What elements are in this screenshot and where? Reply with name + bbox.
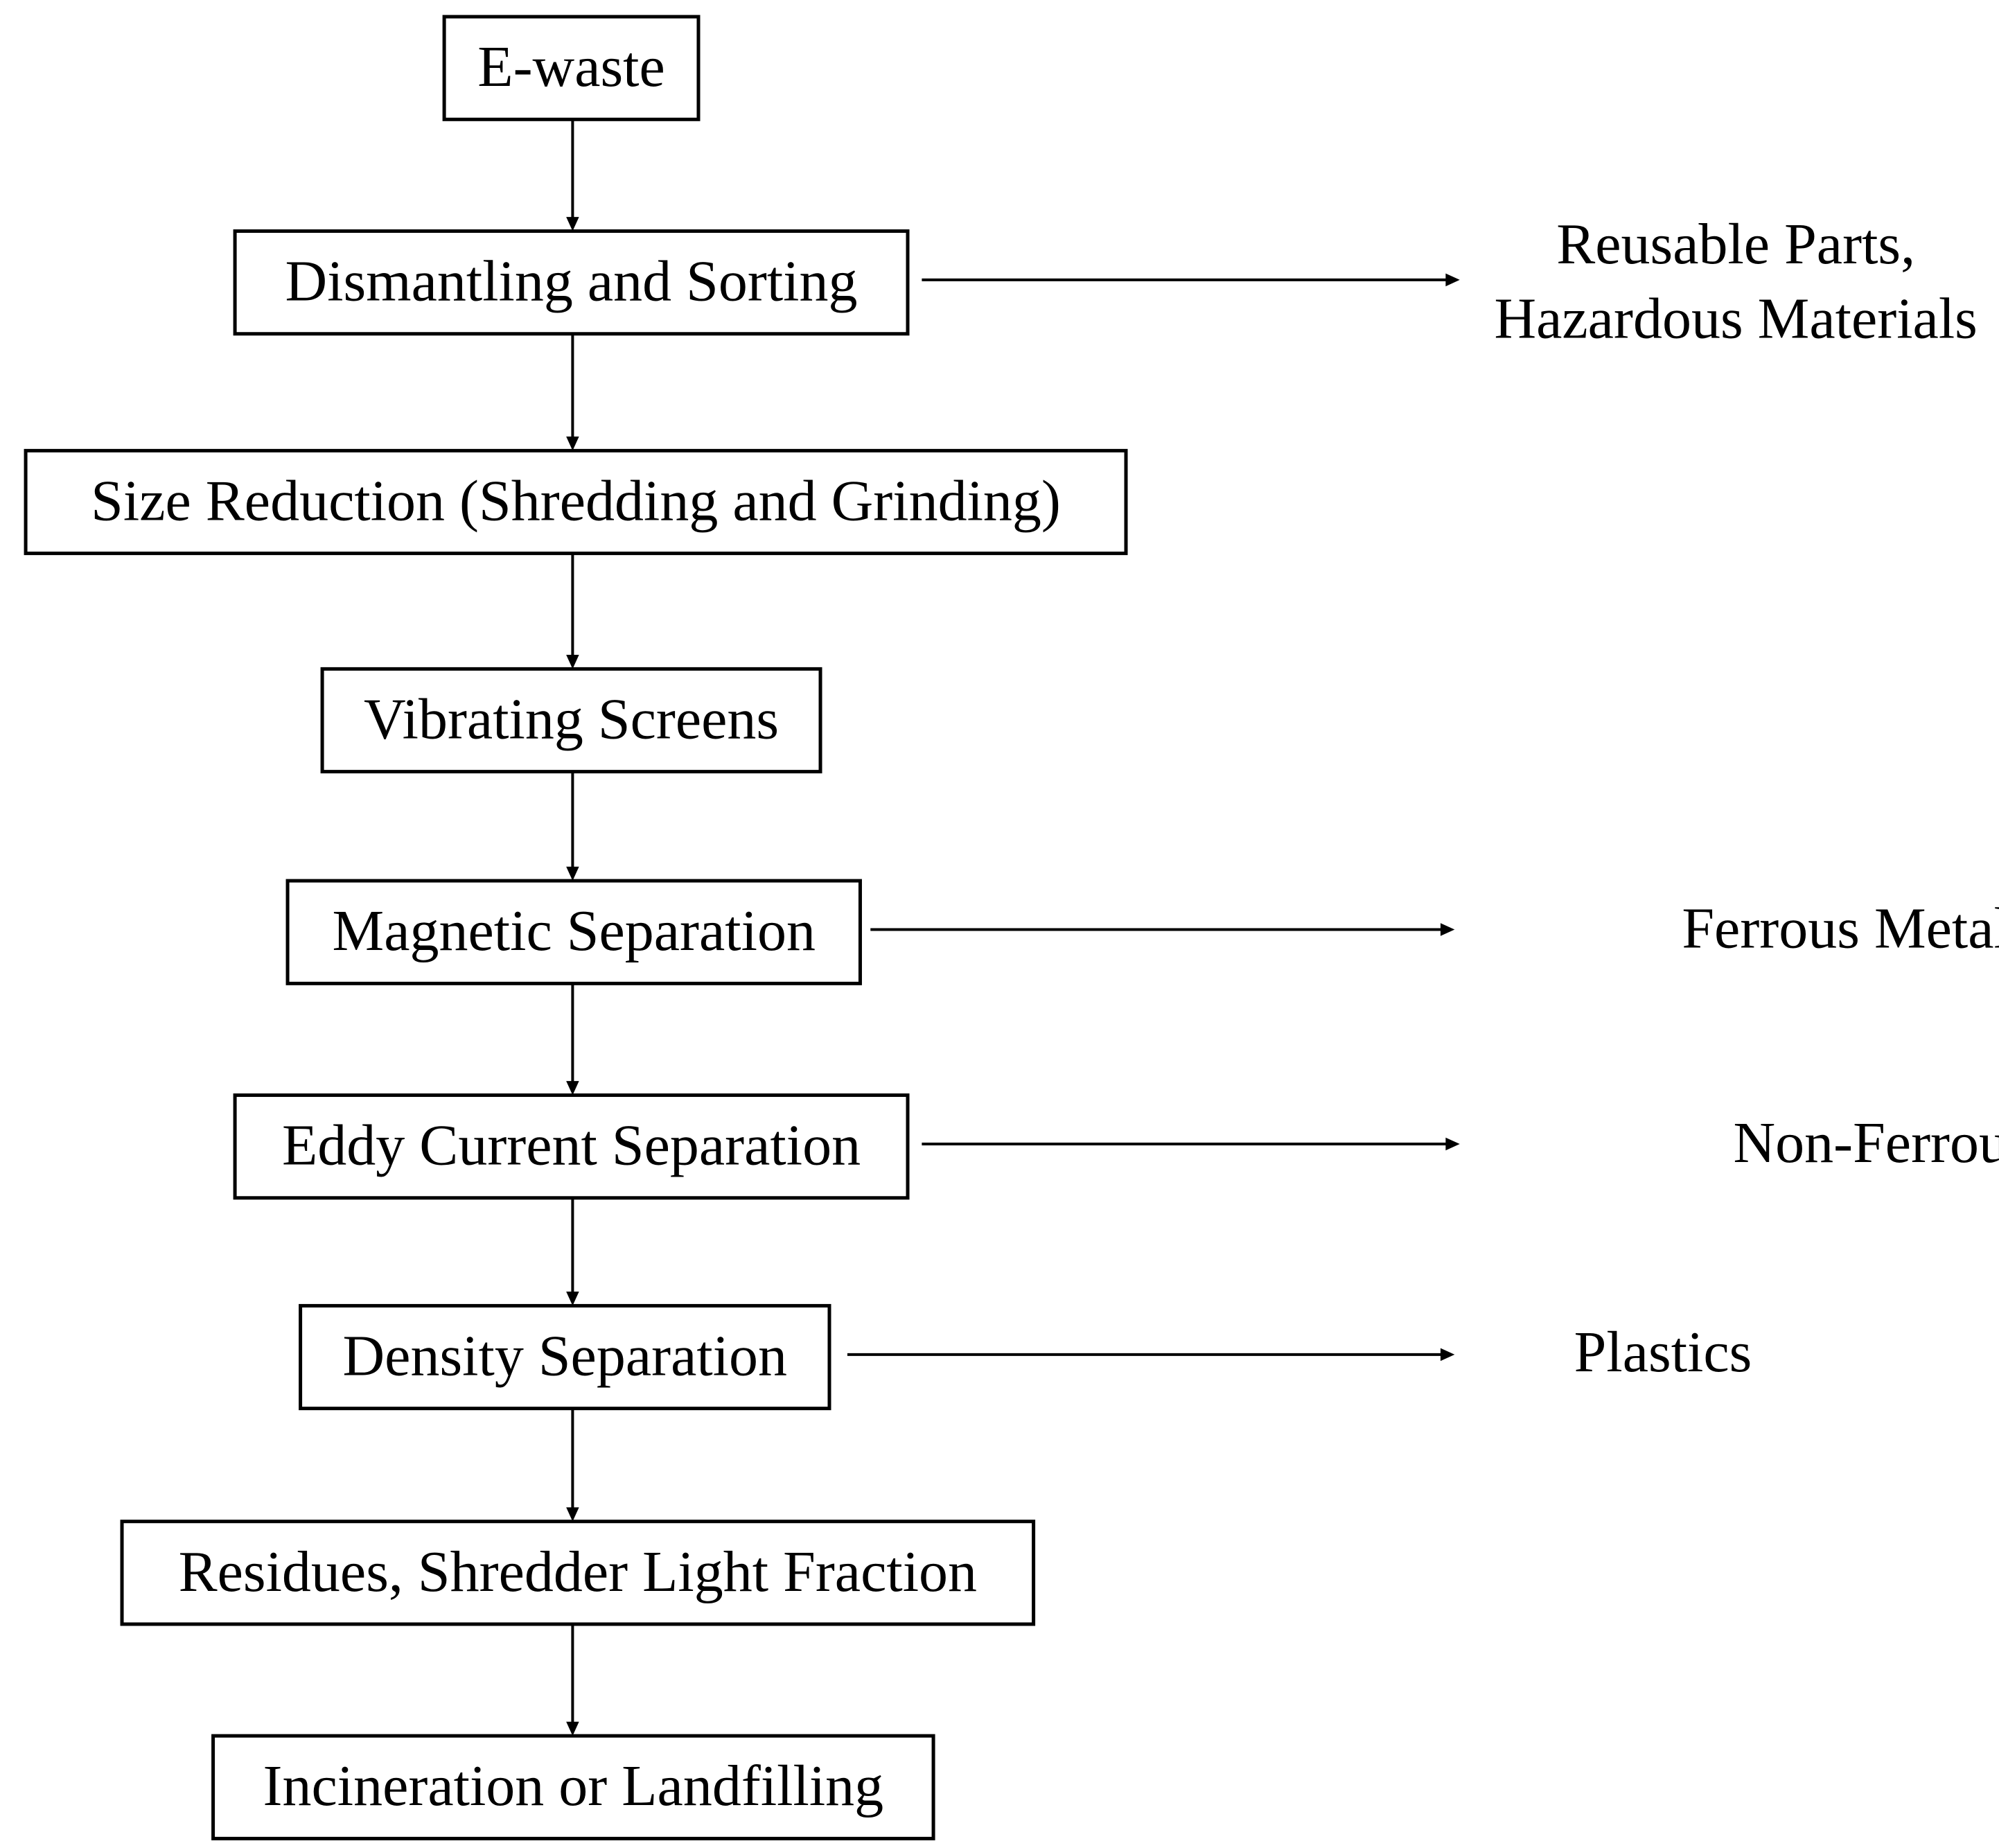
- step-box-border: [320, 667, 822, 774]
- output-label: Ferrous Metals: [1682, 896, 1999, 960]
- step-box: Magnetic Separation: [285, 879, 862, 985]
- arrowhead-icon: [1445, 273, 1460, 287]
- output-label-line: Non-Ferrous Metals: [1733, 1111, 1999, 1175]
- flow-arrow: [566, 553, 579, 669]
- flow-arrow: [566, 1623, 579, 1736]
- step-label: Size Reduction (Shredding and Grinding): [91, 468, 1061, 533]
- step-box-border: [120, 1520, 1036, 1626]
- output-label: Non-Ferrous Metals: [1733, 1111, 1999, 1175]
- arrowhead-icon: [566, 654, 579, 669]
- arrowhead-icon: [566, 436, 579, 451]
- step-box-border: [299, 1303, 831, 1411]
- step-box: Size Reduction (Shredding and Grinding): [24, 448, 1128, 556]
- step-label: Density Separation: [343, 1323, 788, 1388]
- flow-arrow: [566, 1197, 579, 1306]
- arrowhead-icon: [566, 217, 579, 231]
- output-label-line: Ferrous Metals: [1682, 896, 1999, 960]
- connectors: [566, 119, 1460, 1736]
- arrowhead-icon: [566, 1507, 579, 1522]
- arrowhead-icon: [566, 1292, 579, 1306]
- step-box: Density Separation: [299, 1303, 831, 1411]
- output-label-line: Hazardous Materials: [1494, 286, 1977, 351]
- arrowhead-icon: [1445, 1137, 1460, 1151]
- step-box-border: [285, 879, 862, 985]
- flow-arrow: [566, 333, 579, 451]
- flow-arrow: [566, 119, 579, 231]
- step-box: Eddy Current Separation: [233, 1093, 910, 1200]
- step-box: Residues, Shredder Light Fraction: [120, 1520, 1036, 1626]
- step-box-border: [211, 1734, 935, 1840]
- flow-arrow: [566, 1408, 579, 1522]
- step-box-border: [233, 229, 910, 336]
- output-arrow: [922, 1137, 1460, 1151]
- step-label: Dismantling and Sorting: [285, 249, 858, 314]
- output-label: Reusable Parts, Hazardous Materials: [1494, 212, 1977, 351]
- arrowhead-icon: [566, 1081, 579, 1095]
- output-label: Plastics: [1574, 1320, 1752, 1384]
- output-arrow: [870, 923, 1455, 936]
- step-label: Eddy Current Separation: [282, 1114, 861, 1178]
- output-label-line: Plastics: [1574, 1320, 1752, 1384]
- flow-arrow: [566, 983, 579, 1095]
- output-arrow: [847, 1348, 1455, 1362]
- step-label: Vibrating Screens: [364, 687, 779, 751]
- arrowhead-icon: [566, 866, 579, 881]
- step-box: Vibrating Screens: [320, 667, 822, 774]
- arrowhead-icon: [1440, 923, 1455, 936]
- step-box: Dismantling and Sorting: [233, 229, 910, 336]
- step-box-border: [442, 15, 701, 121]
- step-box: E-waste: [442, 15, 701, 121]
- output-label-line: Reusable Parts,: [1556, 212, 1915, 276]
- outputs: Reusable Parts, Hazardous MaterialsFerrou…: [1494, 212, 1999, 1384]
- arrowhead-icon: [1440, 1348, 1455, 1362]
- step-box-border: [24, 448, 1128, 556]
- step-label: Incineration or Landfilling: [263, 1754, 883, 1818]
- step-label: Residues, Shredder Light Fraction: [179, 1540, 977, 1604]
- flow-arrow: [566, 771, 579, 881]
- step-label: E-waste: [477, 35, 665, 99]
- arrowhead-icon: [566, 1721, 579, 1736]
- step-box: Incineration or Landfilling: [211, 1734, 935, 1840]
- step-label: Magnetic Separation: [333, 899, 816, 963]
- step-box-border: [233, 1093, 910, 1200]
- output-arrow: [922, 273, 1460, 287]
